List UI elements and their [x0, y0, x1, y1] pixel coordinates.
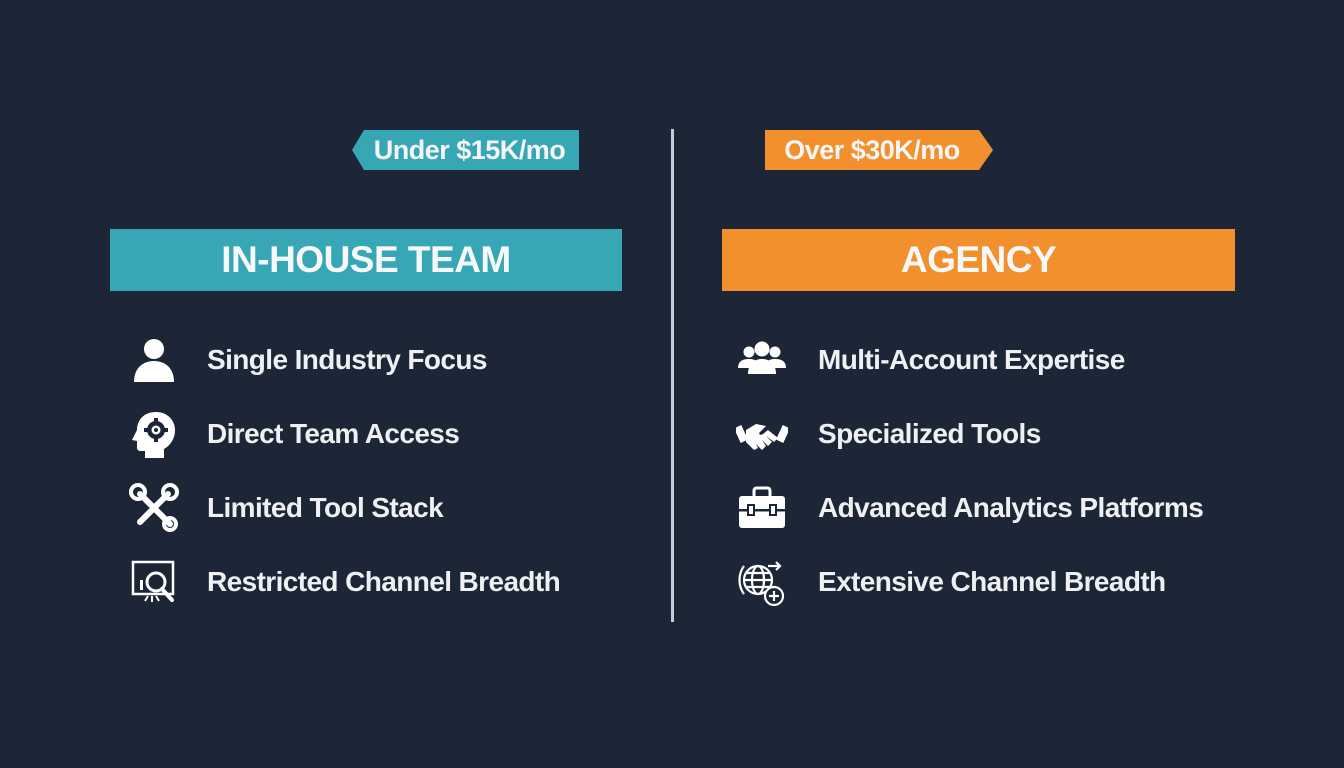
item-label: Extensive Channel Breadth	[818, 566, 1166, 597]
list-item: Specialized Tools	[733, 397, 1203, 471]
briefcase-icon	[733, 479, 791, 537]
in-house-price-tag: Under $15K/mo	[352, 130, 579, 170]
globe-plus-icon	[733, 553, 791, 611]
item-label: Advanced Analytics Platforms	[818, 492, 1204, 523]
agency-list: Multi-Account Expertise Specialized Tool…	[733, 323, 1204, 619]
item-label: Specialized Tools	[818, 418, 1041, 449]
wrench-screwdriver-icon	[125, 479, 183, 537]
agency-header: AGENCY	[722, 229, 1235, 291]
agency-price-tag: Over $30K/mo	[765, 130, 993, 170]
head-gear-icon	[125, 405, 183, 463]
handshake-icon	[733, 405, 791, 463]
person-icon	[125, 331, 183, 389]
group-icon	[733, 331, 791, 389]
list-item: Extensive Channel Breadth	[733, 545, 1203, 619]
in-house-list: Single Industry Focus Direct Team Access…	[125, 323, 561, 619]
list-item: Single Industry Focus	[125, 323, 560, 397]
list-item: Direct Team Access	[125, 397, 560, 471]
agency-title: AGENCY	[900, 239, 1057, 280]
item-label: Direct Team Access	[207, 418, 460, 449]
column-divider	[671, 129, 674, 622]
in-house-title: IN-HOUSE TEAM	[221, 239, 511, 280]
list-item: Limited Tool Stack	[125, 471, 560, 545]
list-item: Advanced Analytics Platforms	[733, 471, 1204, 545]
agency-price-label: Over $30K/mo	[784, 134, 960, 165]
item-label: Multi-Account Expertise	[818, 344, 1125, 375]
presentation-magnifier-icon	[125, 553, 183, 611]
list-item: Restricted Channel Breadth	[125, 545, 561, 619]
in-house-price-label: Under $15K/mo	[373, 134, 566, 165]
list-item: Multi-Account Expertise	[733, 323, 1203, 397]
item-label: Single Industry Focus	[207, 344, 487, 375]
in-house-header: IN-HOUSE TEAM	[110, 229, 622, 291]
item-label: Restricted Channel Breadth	[207, 566, 561, 597]
item-label: Limited Tool Stack	[207, 492, 444, 523]
